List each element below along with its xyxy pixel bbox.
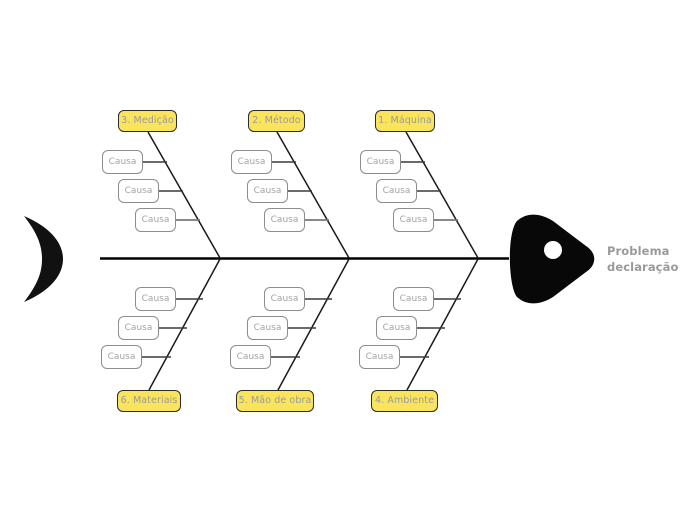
cause-box-medicao-3[interactable]: Causa (135, 208, 176, 232)
fish-head-shape (509, 214, 595, 304)
problem-statement: Problema declaração (607, 243, 691, 275)
category-box-ambiente[interactable]: 4. Ambiente (371, 390, 438, 412)
category-box-mao-de-obra[interactable]: 5. Mão de obra (236, 390, 314, 412)
cause-box-maquina-1[interactable]: Causa (360, 150, 401, 174)
cause-box-mao-de-obra-2[interactable]: Causa (247, 316, 288, 340)
cause-box-mao-de-obra-1[interactable]: Causa (264, 287, 305, 311)
cause-box-metodo-2[interactable]: Causa (247, 179, 288, 203)
fish-tail-shape (24, 216, 63, 302)
cause-box-medicao-2[interactable]: Causa (118, 179, 159, 203)
cause-box-maquina-2[interactable]: Causa (376, 179, 417, 203)
cause-box-metodo-1[interactable]: Causa (231, 150, 272, 174)
cause-box-materiais-2[interactable]: Causa (118, 316, 159, 340)
cause-box-metodo-3[interactable]: Causa (264, 208, 305, 232)
category-box-medicao[interactable]: 3. Medição (118, 110, 177, 132)
cause-box-ambiente-2[interactable]: Causa (376, 316, 417, 340)
category-box-maquina[interactable]: 1. Máquina (375, 110, 435, 132)
bone-top-2 (276, 131, 350, 259)
bone-bottom-3 (406, 258, 479, 391)
bone-top-1 (147, 131, 221, 259)
cause-box-materiais-1[interactable]: Causa (135, 287, 176, 311)
fish-eye-icon (544, 241, 562, 259)
cause-box-materiais-3[interactable]: Causa (101, 345, 142, 369)
category-box-materiais[interactable]: 6. Materiais (117, 390, 181, 412)
problem-statement-line-2: declaração (607, 260, 679, 274)
problem-statement-line-1: Problema (607, 244, 670, 258)
cause-box-ambiente-3[interactable]: Causa (359, 345, 400, 369)
category-box-metodo[interactable]: 2. Método (248, 110, 305, 132)
bone-top-3 (405, 131, 479, 259)
cause-box-ambiente-1[interactable]: Causa (393, 287, 434, 311)
cause-box-maquina-3[interactable]: Causa (393, 208, 434, 232)
cause-box-mao-de-obra-3[interactable]: Causa (230, 345, 271, 369)
bone-bottom-2 (277, 258, 350, 391)
bone-bottom-1 (148, 258, 221, 391)
cause-box-medicao-1[interactable]: Causa (102, 150, 143, 174)
